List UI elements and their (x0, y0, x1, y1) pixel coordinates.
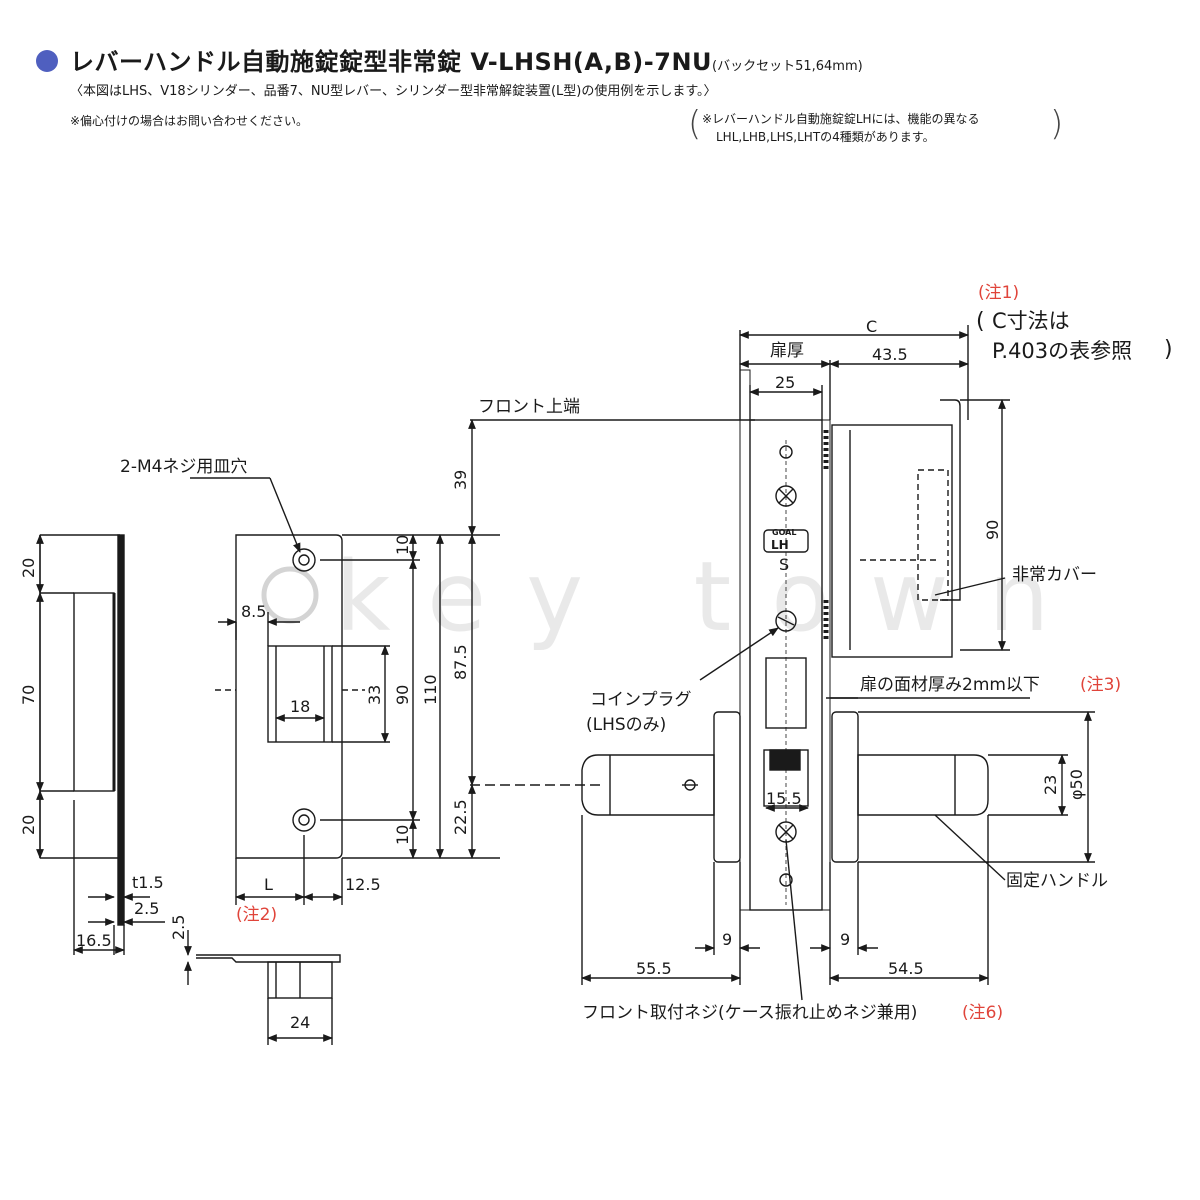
note-right-line2: LHL,LHB,LHS,LHTの4種類があります。 (716, 130, 935, 144)
dim-90-right: 90 (983, 520, 1002, 540)
emergency-cover (831, 399, 1010, 658)
logo-mid: LH (771, 538, 789, 552)
label-note1: (注1) (978, 283, 1019, 303)
label-front-top: フロント上端 (478, 397, 580, 417)
dim-22-5: 22.5 (451, 799, 470, 835)
reference-dims (445, 419, 755, 859)
dim-2-5-side: 2.5 (169, 915, 188, 940)
label-door-thickness: 扉厚 (770, 341, 804, 361)
dim-39: 39 (451, 470, 470, 490)
dim-2-5: 2.5 (134, 899, 159, 918)
note-left: ※偏心付けの場合はお問い合わせください。 (70, 114, 309, 128)
dim-9-right: 9 (840, 930, 850, 949)
label-coin-plug-sub: (LHSのみ) (586, 715, 666, 735)
watermark-logo-icon (261, 566, 319, 624)
paren-open-icon: ( (688, 104, 702, 144)
dim-110: 110 (421, 674, 440, 705)
lever-handle-left (581, 711, 741, 863)
label-note6: (注6) (962, 1003, 1003, 1023)
logo-s: S (779, 555, 789, 574)
dim-87-5: 87.5 (451, 644, 470, 680)
dim-t1-5: t1.5 (132, 873, 164, 892)
dim-12-5: 12.5 (345, 875, 381, 894)
dim-L: L (264, 875, 273, 894)
label-front-screw: フロント取付ネジ(ケース振れ止めネジ兼用) (582, 1003, 917, 1023)
dim-phi50: φ50 (1067, 769, 1086, 800)
dim-70: 70 (19, 685, 38, 705)
logo-top: GOAL (772, 528, 796, 537)
watermark-text: key town (335, 541, 1089, 653)
dim-8-5: 8.5 (241, 602, 266, 621)
dim-20-bot: 20 (19, 815, 38, 835)
dim-33: 33 (365, 685, 384, 705)
paren-c-close-icon: ) (1164, 337, 1173, 362)
leaders (699, 627, 1030, 1001)
dim-54-5: 54.5 (888, 959, 924, 978)
watermark: key town (261, 541, 1089, 653)
dim-c: C (866, 317, 877, 336)
page-title: レバーハンドル自動施錠錠型非常錠 V-LHSH(A,B)-7NU(バックセット5… (70, 42, 863, 77)
label-screw-holes: 2-M4ネジ用皿穴 (120, 457, 247, 477)
dim-90-plate: 90 (393, 685, 412, 705)
paren-close-icon: ) (1050, 104, 1064, 144)
label-emergency-cover: 非常カバー (1012, 565, 1097, 585)
strike-view (184, 930, 341, 1045)
label-note3: (注3) (1080, 675, 1121, 695)
dim-23: 23 (1041, 775, 1060, 795)
dim-25: 25 (775, 373, 795, 392)
bullet-icon (36, 50, 58, 72)
label-c-ref-line2: P.403の表参照 (992, 339, 1132, 363)
dim-9-left: 9 (722, 930, 732, 949)
header: レバーハンドル自動施錠錠型非常錠 V-LHSH(A,B)-7NU(バックセット5… (0, 0, 1200, 160)
lever-handle-right (831, 711, 989, 863)
dim-24: 24 (290, 1013, 310, 1032)
note-right: ※レバーハンドル自動施錠錠LHには、機能の異なる LHL,LHB,LHS,LHT… (702, 110, 980, 146)
lock-body (739, 369, 831, 911)
label-coin-plug: コインプラグ (590, 690, 692, 710)
description: 〈本図はLHS、V18シリンダー、品番7、NU型レバー、シリンダー型非常解錠装置… (70, 84, 717, 99)
dim-16-5: 16.5 (76, 931, 112, 950)
dim-20-top: 20 (19, 558, 38, 578)
dim-55-5: 55.5 (636, 959, 672, 978)
handle-dims (581, 711, 1095, 985)
title-suffix: (バックセット51,64mm) (712, 59, 863, 74)
label-c-ref-line1: C寸法は (992, 309, 1070, 333)
top-dims (739, 325, 969, 420)
label-note2: (注2) (236, 905, 277, 925)
dim-43-5: 43.5 (872, 345, 908, 364)
front-plate (190, 477, 445, 905)
dim-10-bot: 10 (393, 825, 412, 845)
note-right-line1: ※レバーハンドル自動施錠錠LHには、機能の異なる (702, 112, 980, 126)
dim-15-5: 15.5 (766, 789, 802, 808)
paren-c-open-icon: ( (976, 309, 985, 334)
dimension-values: C 43.5 25 39 90 87.5 22.5 110 90 33 10 1… (19, 317, 1086, 1032)
front-side-profile (36, 534, 165, 955)
title-main: レバーハンドル自動施錠錠型非常錠 V-LHSH(A,B)-7NU (70, 48, 713, 76)
label-door-face: 扉の面材厚み2mm以下 (860, 675, 1040, 695)
labels: フロント上端 2-M4ネジ用皿穴 (注1) ( C寸法は P.403の表参照 )… (120, 283, 1173, 1023)
label-fixed-handle: 固定ハンドル (1006, 871, 1108, 891)
dim-18: 18 (290, 697, 310, 716)
dim-10-top: 10 (393, 535, 412, 555)
